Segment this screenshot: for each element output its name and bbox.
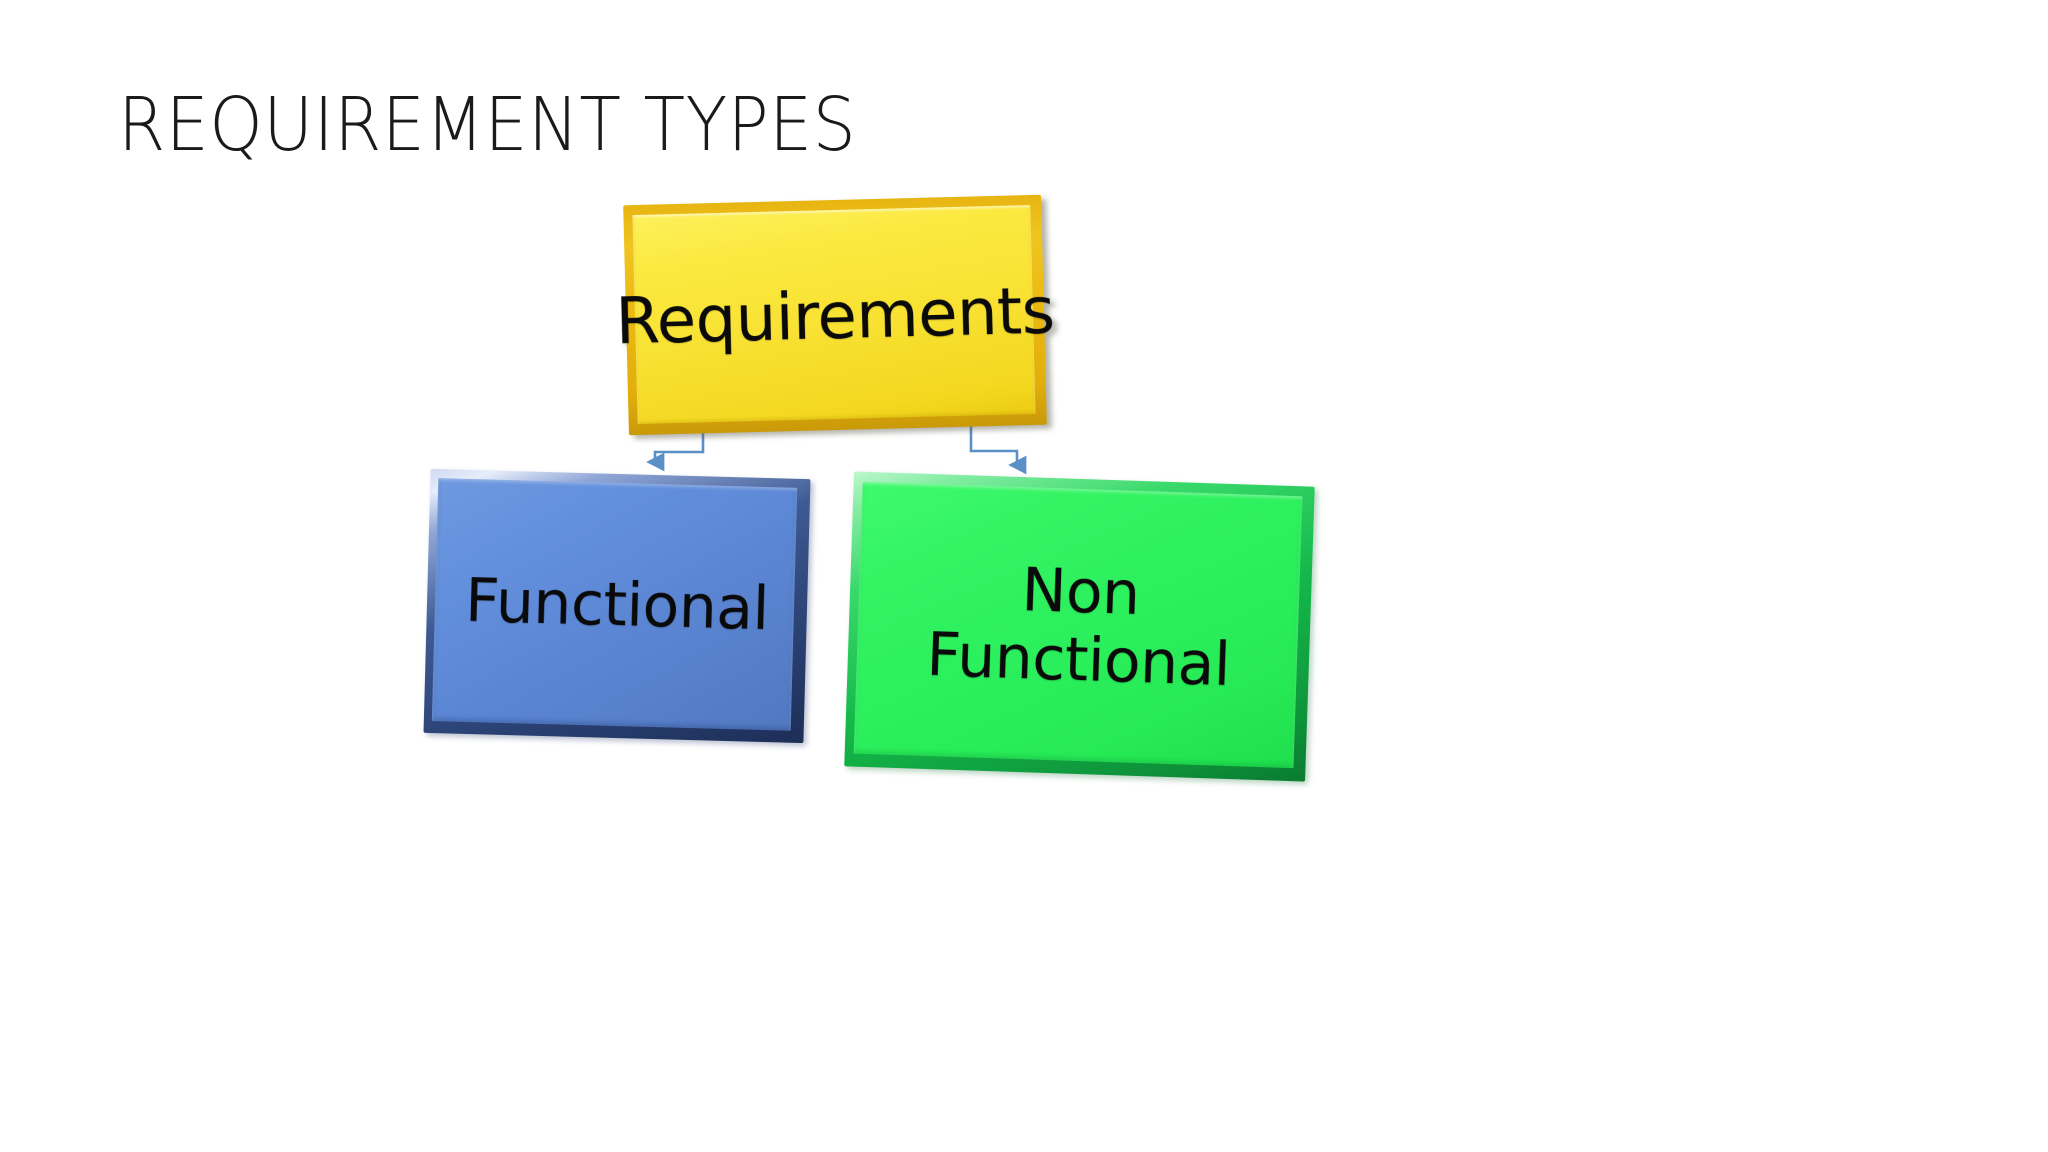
node-requirements-label: Requirements	[614, 274, 1056, 360]
node-non-functional[interactable]: Non Functional	[844, 471, 1315, 782]
connector-requirements-to-non-functional	[969, 424, 1027, 475]
node-requirements[interactable]: Requirements	[615, 194, 1055, 436]
page-title: REQUIREMENT TYPES	[118, 82, 857, 168]
node-functional-label: Functional	[464, 566, 770, 645]
node-non-functional-label: Non Functional	[925, 555, 1232, 700]
node-functional[interactable]: Functional	[423, 468, 811, 744]
